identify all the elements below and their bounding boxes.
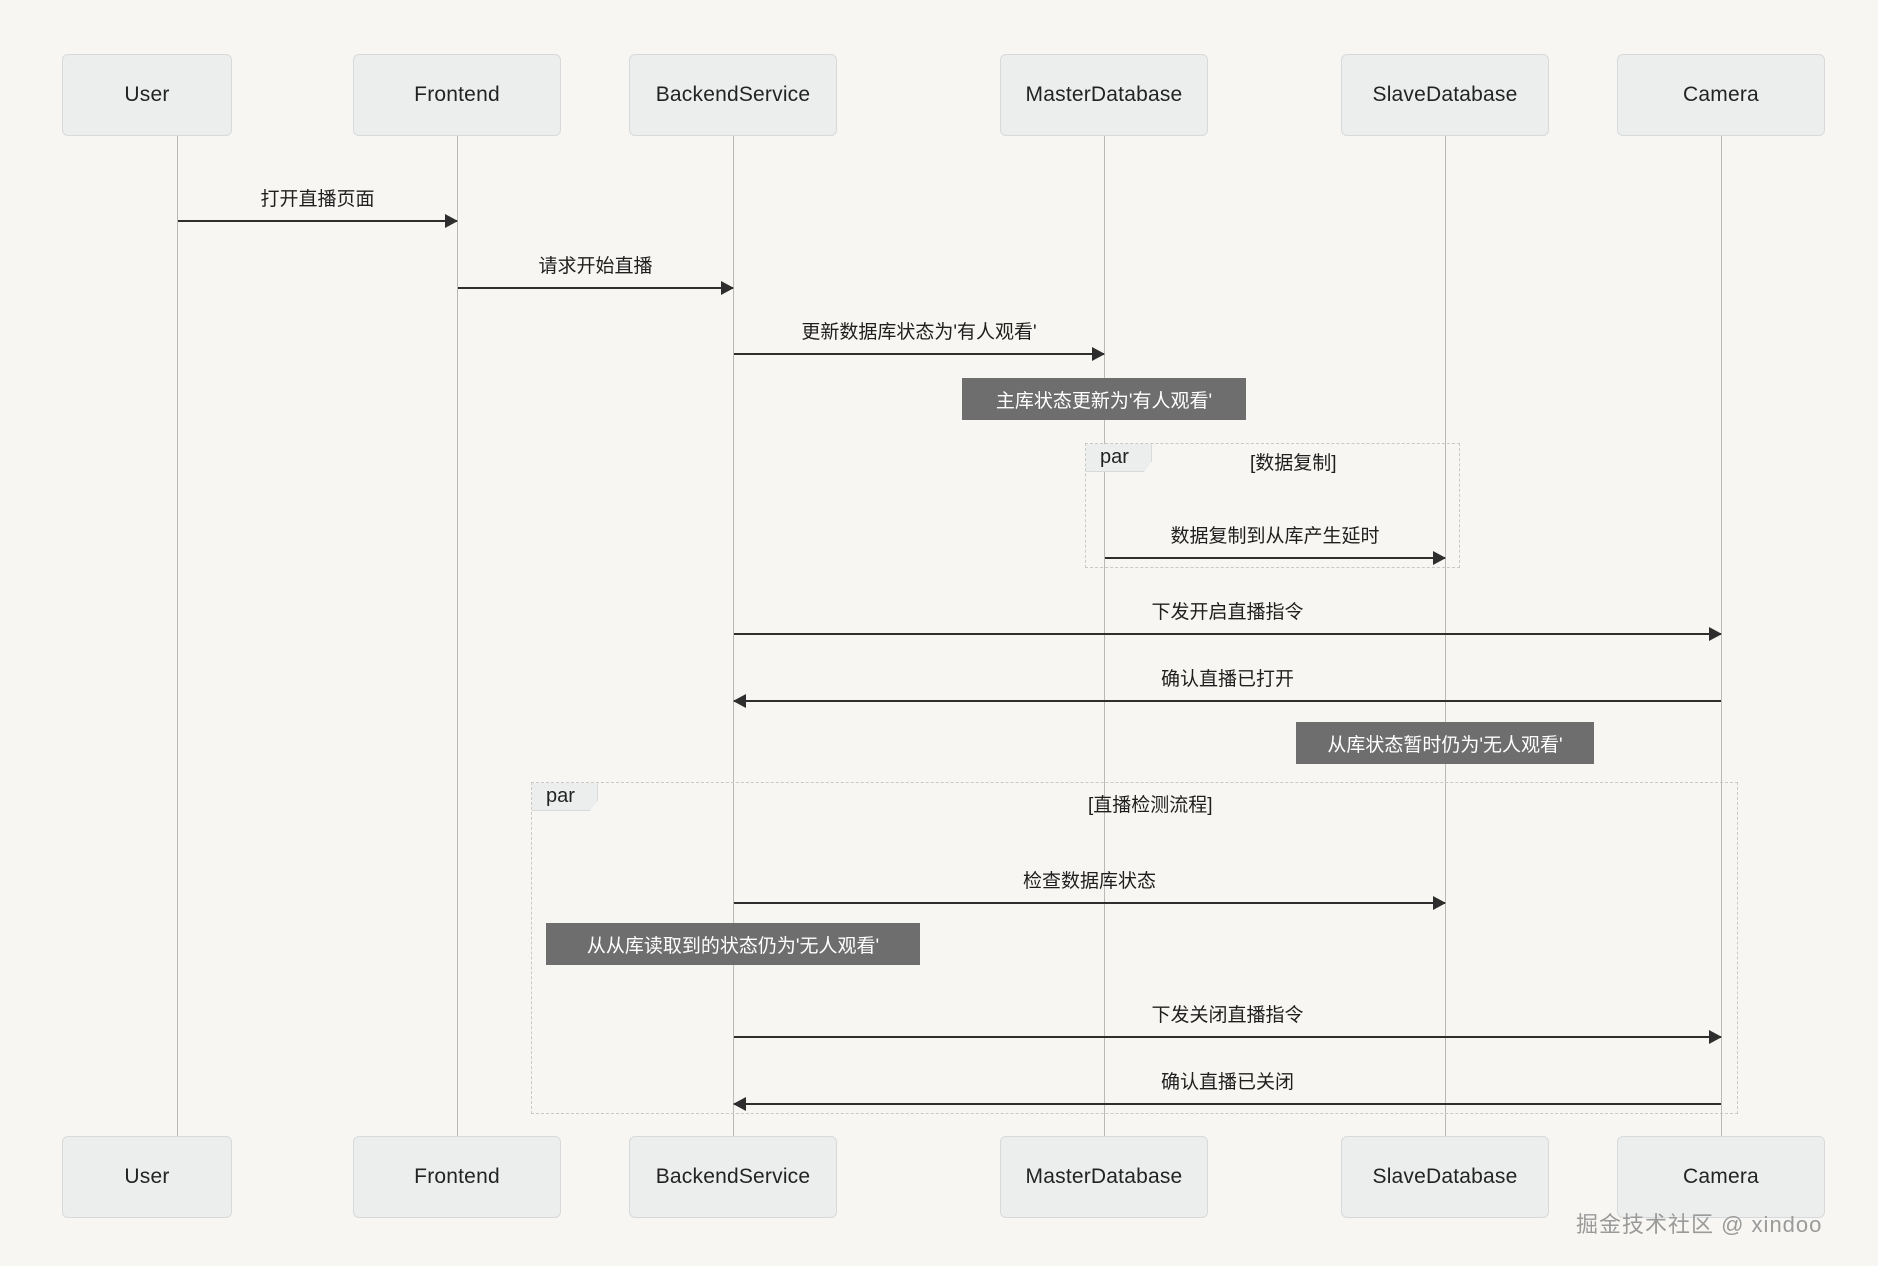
par-tag-label: par	[546, 785, 575, 807]
message-line	[734, 353, 1104, 355]
participant-box-slave-bottom[interactable]: SlaveDatabase	[1341, 1136, 1549, 1218]
message-label: 打开直播页面	[260, 189, 375, 210]
message-line	[458, 287, 733, 289]
par-frame-data-replication	[1085, 443, 1460, 568]
lifeline-slave	[1445, 136, 1446, 1136]
message-line	[734, 902, 1445, 904]
arrow-head-icon	[1709, 1030, 1722, 1044]
lifeline-backend	[733, 136, 734, 1136]
participant-box-camera-bottom[interactable]: Camera	[1617, 1136, 1825, 1218]
watermark-text: 掘金技术社区 @ xindoo	[1576, 1212, 1823, 1237]
note-text: 主库状态更新为'有人观看'	[995, 390, 1213, 412]
par-frame-title-2: [直播检测流程]	[1088, 790, 1213, 817]
lifeline-frontend	[457, 136, 458, 1136]
arrow-head-icon	[733, 694, 746, 708]
par-tag-label: par	[1100, 446, 1129, 468]
message-label: 检查数据库状态	[1022, 871, 1156, 892]
note-slave-status-still-no-viewer: 从库状态暂时仍为'无人观看'	[1296, 722, 1594, 764]
participant-box-frontend-top[interactable]: Frontend	[353, 54, 561, 136]
participant-box-slave-top[interactable]: SlaveDatabase	[1341, 54, 1549, 136]
par-title-label: [直播检测流程]	[1088, 795, 1213, 816]
message-label: 下发关闭直播指令	[1151, 1005, 1304, 1026]
note-master-status-updated: 主库状态更新为'有人观看'	[962, 378, 1246, 420]
watermark: 掘金技术社区 @ xindoo	[1576, 1207, 1822, 1239]
arrow-head-icon	[733, 1097, 746, 1111]
participant-box-frontend-bottom[interactable]: Frontend	[353, 1136, 561, 1218]
participant-label: MasterDatabase	[1025, 83, 1183, 106]
message-line	[1105, 557, 1445, 559]
participant-label: MasterDatabase	[1025, 1165, 1183, 1188]
participant-label: User	[124, 1165, 170, 1188]
participant-label: User	[124, 83, 170, 106]
par-frame-live-detection	[531, 782, 1738, 1114]
note-text: 从从库读取到的状态仍为'无人观看'	[586, 935, 880, 957]
message-label: 请求开始直播	[538, 256, 653, 277]
participant-label: Camera	[1683, 1165, 1759, 1188]
lifeline-user	[177, 136, 178, 1136]
participant-box-master-bottom[interactable]: MasterDatabase	[1000, 1136, 1208, 1218]
par-frame-tag-1: par	[1086, 444, 1152, 472]
participant-box-backend-bottom[interactable]: BackendService	[629, 1136, 837, 1218]
message-line	[734, 700, 1721, 702]
message-label: 确认直播已关闭	[1160, 1072, 1294, 1093]
participant-label: SlaveDatabase	[1372, 1165, 1518, 1188]
arrow-head-icon	[1709, 627, 1722, 641]
participant-box-master-top[interactable]: MasterDatabase	[1000, 54, 1208, 136]
participant-label: BackendService	[655, 1165, 811, 1188]
message-line	[178, 220, 457, 222]
participant-label: Camera	[1683, 83, 1759, 106]
participant-label: SlaveDatabase	[1372, 83, 1518, 106]
participant-box-camera-top[interactable]: Camera	[1617, 54, 1825, 136]
message-label: 确认直播已打开	[1160, 669, 1294, 690]
arrow-head-icon	[445, 214, 458, 228]
lifeline-master	[1104, 136, 1105, 1136]
message-label: 下发开启直播指令	[1151, 602, 1304, 623]
participant-box-user-top[interactable]: User	[62, 54, 232, 136]
arrow-head-icon	[1433, 896, 1446, 910]
arrow-head-icon	[1433, 551, 1446, 565]
message-line	[734, 633, 1721, 635]
message-line	[734, 1103, 1721, 1105]
par-frame-tag-2: par	[532, 783, 598, 811]
participant-box-user-bottom[interactable]: User	[62, 1136, 232, 1218]
arrow-head-icon	[1092, 347, 1105, 361]
par-title-label: [数据复制]	[1250, 453, 1337, 474]
arrow-head-icon	[721, 281, 734, 295]
participant-label: Frontend	[414, 83, 500, 106]
message-label: 更新数据库状态为'有人观看'	[801, 322, 1037, 343]
par-frame-title-1: [数据复制]	[1250, 448, 1337, 475]
message-line	[734, 1036, 1721, 1038]
message-label: 数据复制到从库产生延时	[1170, 526, 1380, 547]
participant-box-backend-top[interactable]: BackendService	[629, 54, 837, 136]
participant-label: BackendService	[655, 83, 811, 106]
note-read-from-slave-no-viewer: 从从库读取到的状态仍为'无人观看'	[546, 923, 920, 965]
note-text: 从库状态暂时仍为'无人观看'	[1327, 734, 1563, 756]
participant-label: Frontend	[414, 1165, 500, 1188]
